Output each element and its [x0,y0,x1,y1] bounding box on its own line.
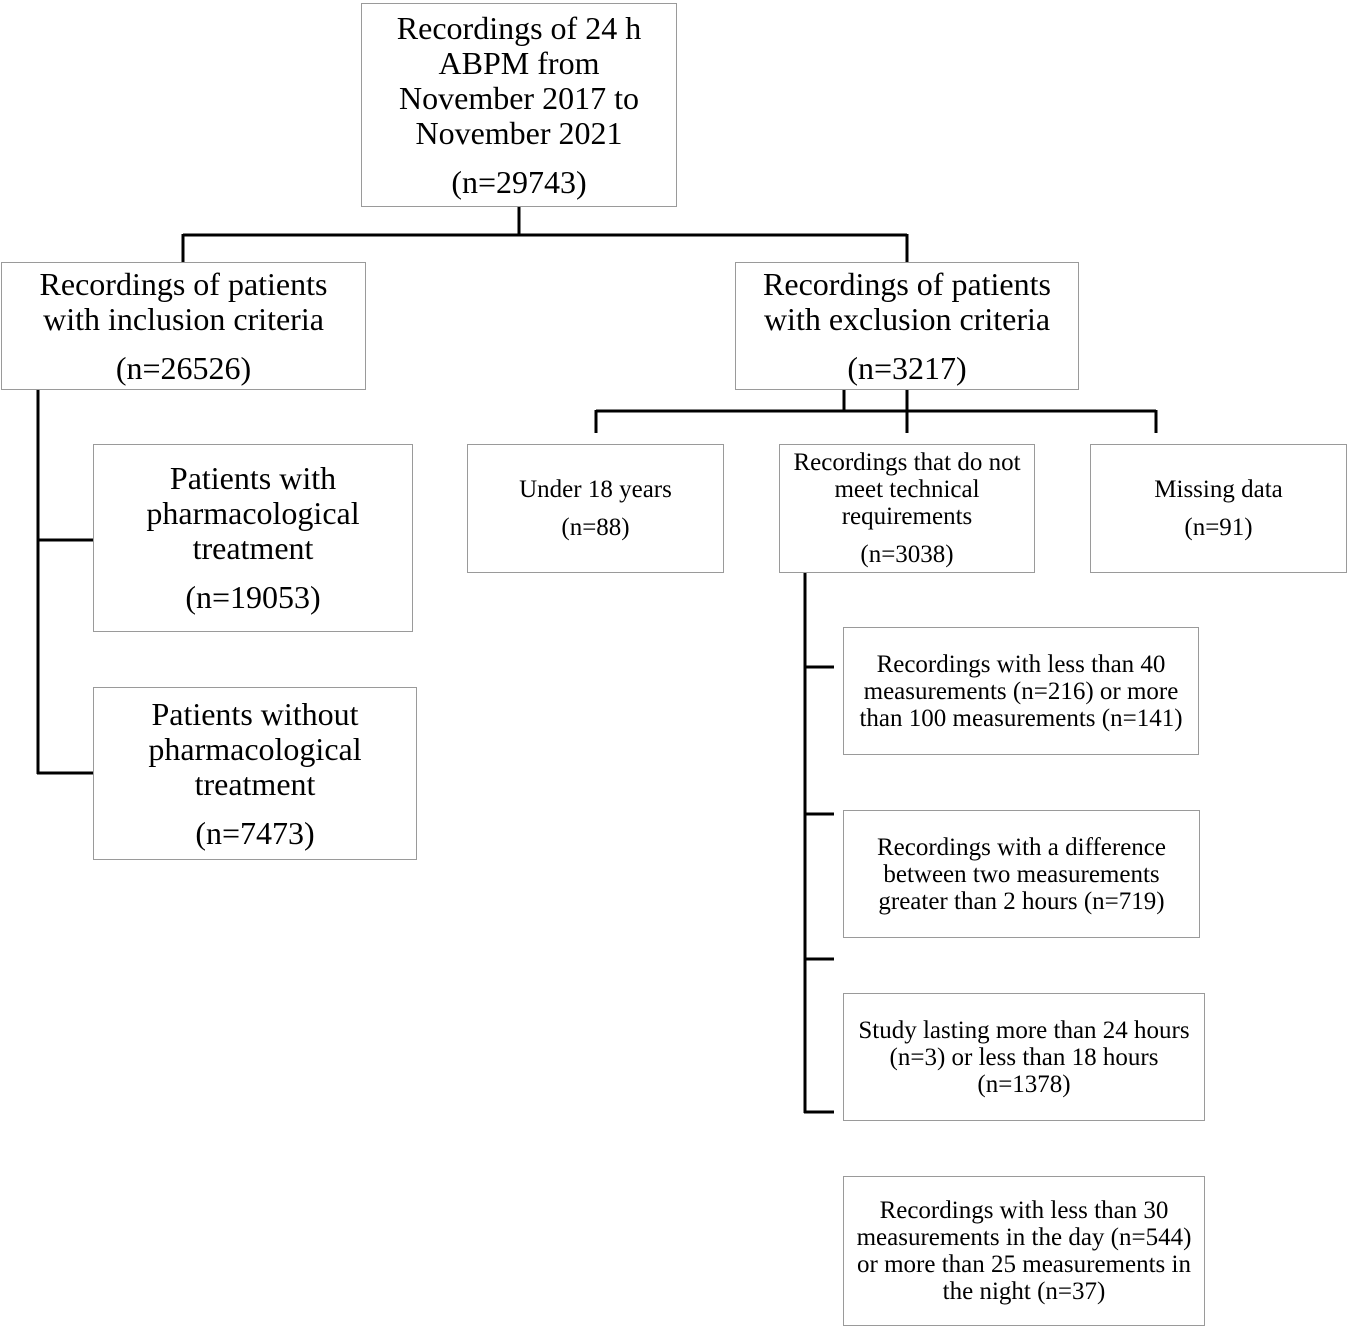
criterion-2-line-2: between two measurements [883,860,1160,888]
under-18-count: (n=88) [561,514,630,541]
criterion-study-duration-box: Study lasting more than 24 hours (n=3) o… [843,993,1205,1121]
missing-data-label: Missing data [1154,476,1283,503]
exclusion-line-1: Recordings of patients [763,265,1051,302]
without-treatment-count: (n=7473) [195,814,315,851]
criterion-1-line-1: Recordings with less than 40 [876,650,1166,678]
criterion-1-line-3: than 100 measurements (n=141) [859,704,1183,732]
technical-requirements-box: Recordings that do not meet technical re… [779,444,1035,573]
under-18-box: Under 18 years (n=88) [467,444,724,573]
criterion-4-line-2: measurements in the day (n=544) [856,1224,1192,1251]
root-line-1: Recordings of 24 h [396,9,642,46]
criterion-3-line-1: Study lasting more than 24 hours [858,1016,1190,1044]
root-line-2: ABPM from [438,44,600,81]
technical-line-3: requirements [841,503,973,530]
root-box: Recordings of 24 h ABPM from November 20… [361,3,677,207]
technical-line-1: Recordings that do not [793,449,1021,476]
criterion-3-line-2: (n=3) or less than 18 hours [889,1043,1159,1071]
without-treatment-line-2: pharmacological [148,730,362,767]
with-treatment-line-3: treatment [192,530,314,566]
criterion-measurement-gap-box: Recordings with a difference between two… [843,810,1200,938]
criterion-4-line-4: the night (n=37) [942,1278,1106,1305]
inclusion-line-2: with inclusion criteria [43,300,324,337]
exclusion-box: Recordings of patients with exclusion cr… [735,262,1079,390]
criterion-2-line-3: greater than 2 hours (n=719) [878,887,1165,915]
exclusion-line-2: with exclusion criteria [763,300,1051,337]
technical-line-2: meet technical [834,476,980,503]
with-treatment-count: (n=19053) [185,579,321,615]
criterion-day-night-box: Recordings with less than 30 measurement… [843,1176,1205,1326]
without-treatment-line-3: treatment [194,765,316,802]
with-treatment-line-2: pharmacological [146,495,360,531]
exclusion-count: (n=3217) [847,349,967,386]
criterion-measurement-count-box: Recordings with less than 40 measurement… [843,627,1199,755]
criterion-4-line-1: Recordings with less than 30 [879,1197,1169,1224]
inclusion-line-1: Recordings of patients [39,265,328,302]
criterion-1-line-2: measurements (n=216) or more [863,677,1179,705]
without-treatment-line-1: Patients without [151,695,359,732]
without-treatment-box: Patients without pharmacological treatme… [93,687,417,860]
under-18-label: Under 18 years [519,476,672,503]
criterion-2-line-1: Recordings with a difference [876,833,1166,861]
criterion-4-line-3: or more than 25 measurements in [857,1251,1191,1278]
with-treatment-box: Patients with pharmacological treatment … [93,444,413,632]
criterion-3-line-3: (n=1378) [977,1070,1071,1098]
root-line-3: November 2017 to [399,79,639,116]
root-line-4: November 2021 [415,114,623,151]
inclusion-count: (n=26526) [115,349,252,386]
with-treatment-line-1: Patients with [169,460,337,496]
inclusion-box: Recordings of patients with inclusion cr… [1,262,366,390]
missing-data-count: (n=91) [1184,514,1253,541]
technical-count: (n=3038) [860,541,954,568]
missing-data-box: Missing data (n=91) [1090,444,1347,573]
root-count: (n=29743) [451,163,587,200]
